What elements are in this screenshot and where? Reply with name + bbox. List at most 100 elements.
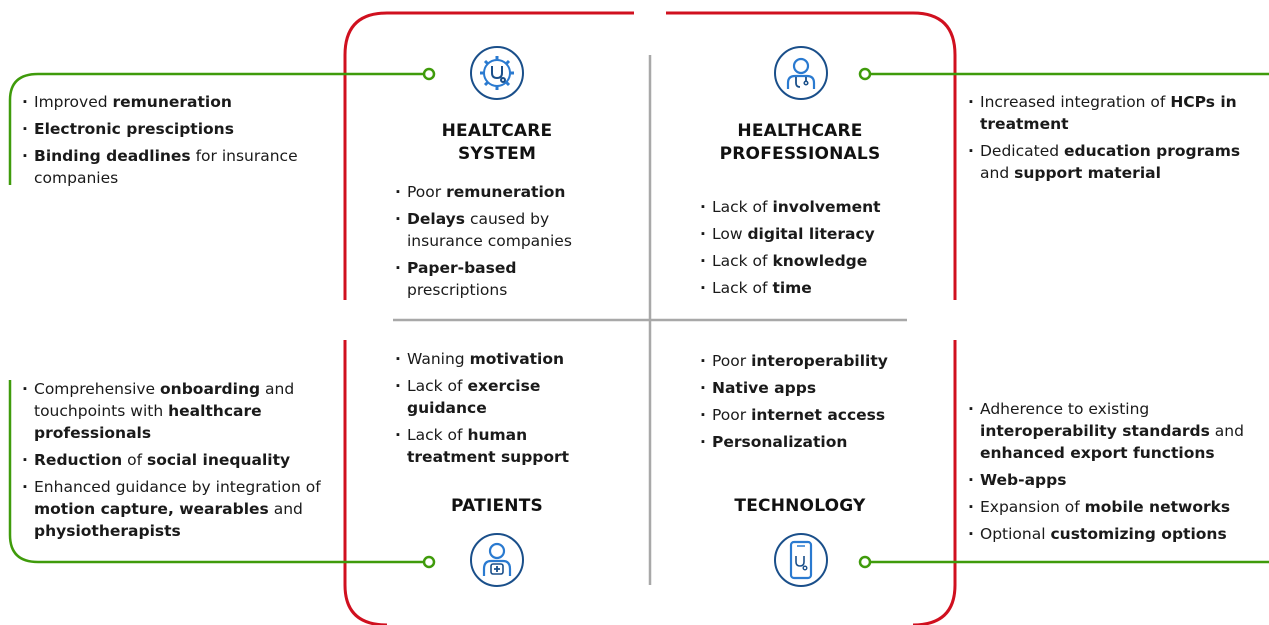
text: Poor — [407, 183, 447, 201]
barrier-item: Lack of exercise guidance — [395, 375, 610, 419]
barrier-item: Low digital literacy — [700, 223, 920, 245]
bold-text: Binding deadlines — [34, 147, 191, 165]
bold-text: knowledge — [772, 252, 868, 270]
barrier-item: Lack of knowledge — [700, 250, 920, 272]
facilitator-item: Enhanced guidance by integration of moti… — [22, 476, 332, 542]
quadrant-title-system: HEALTCARE SYSTEM — [412, 120, 582, 166]
facilitator-list-professionals: Increased integration of HCPs in treatme… — [968, 91, 1266, 189]
text: Lack of — [407, 426, 468, 444]
bold-text: internet access — [751, 406, 886, 424]
bold-text: Personalization — [712, 433, 848, 451]
text: Expansion of — [980, 498, 1085, 516]
bold-text: interoperability — [751, 352, 888, 370]
facilitator-item: Comprehensive onboarding and touchpoints… — [22, 378, 332, 444]
facilitator-item: Dedicated education programs and support… — [968, 140, 1266, 184]
bold-text: Paper-based — [407, 259, 517, 277]
bold-text: time — [772, 279, 812, 297]
text: Poor — [712, 406, 752, 424]
bold-text: involvement — [772, 198, 881, 216]
facilitator-item: Improved remuneration — [22, 91, 322, 113]
facilitator-item: Adherence to existing interoperability s… — [968, 398, 1266, 464]
barrier-frame-top-left — [343, 11, 634, 300]
bold-text: education programs — [1064, 142, 1241, 160]
bold-text: healthcare professionals — [34, 402, 262, 442]
quadrant-title-professionals: HEALTHCARE PROFESSIONALS — [700, 120, 900, 166]
bold-text: motion capture, wearables — [34, 500, 269, 518]
text: Enhanced guidance by integration of — [34, 478, 321, 496]
text: Dedicated — [980, 142, 1065, 160]
bold-text: physiotherapists — [34, 522, 181, 540]
barrier-item: Poor interoperability — [700, 350, 920, 372]
barrier-list-technology: Poor interoperabilityNative appsPoor int… — [700, 350, 920, 458]
bold-text: human treatment support — [407, 426, 570, 466]
text: Improved — [34, 93, 113, 111]
bold-text: onboarding — [160, 380, 261, 398]
facilitator-item: Expansion of mobile networks — [968, 496, 1266, 518]
text: Increased integration of — [980, 93, 1171, 111]
bold-text: mobile networks — [1084, 498, 1231, 516]
bold-text: support material — [1014, 164, 1161, 182]
text: Poor — [712, 352, 752, 370]
quadrant-title-line: PATIENTS — [451, 496, 543, 516]
barrier-frame-bottom-left — [343, 340, 388, 625]
barrier-item: Paper-based prescriptions — [395, 257, 610, 301]
bold-text: Delays — [407, 210, 466, 228]
facilitator-item: Binding deadlines for insurance companie… — [22, 145, 322, 189]
bold-text: interoperability standards — [980, 422, 1210, 440]
facilitator-item: Web-apps — [968, 469, 1266, 491]
barrier-list-patients: Waning motivationLack of exercise guidan… — [395, 348, 610, 473]
connector-dot-patients — [422, 555, 436, 569]
bold-text: Reduction — [34, 451, 123, 469]
barrier-item: Poor remuneration — [395, 181, 610, 203]
facilitator-list-technology: Adherence to existing interoperability s… — [968, 398, 1266, 550]
bold-text: customizing options — [1050, 525, 1227, 543]
text: Adherence to existing — [980, 400, 1150, 418]
connector-dot-technology — [858, 555, 872, 569]
facilitator-list-patients: Comprehensive onboarding and touchpoints… — [22, 378, 332, 547]
text: Lack of — [712, 279, 773, 297]
facilitator-line-patients — [8, 380, 423, 564]
barrier-list-system: Poor remunerationDelays caused by insura… — [395, 181, 610, 306]
patient-icon — [470, 533, 524, 587]
barrier-item: Personalization — [700, 431, 920, 453]
text: for insurance companies — [34, 147, 298, 187]
bold-text: enhanced export functions — [980, 444, 1215, 462]
text: Lack of — [712, 198, 773, 216]
text: caused by insurance companies — [407, 210, 572, 250]
barrier-item: Native apps — [700, 377, 920, 399]
facilitator-item: Reduction of social inequality — [22, 449, 332, 471]
facilitator-line-system — [8, 72, 423, 185]
text: and — [268, 500, 303, 518]
barrier-frame-top-right — [666, 11, 957, 300]
bold-text: Electronic presciptions — [34, 120, 234, 138]
barrier-item: Poor internet access — [700, 404, 920, 426]
barrier-item: Lack of human treatment support — [395, 424, 610, 468]
text: and touchpoints with — [34, 380, 295, 420]
text: and — [1209, 422, 1244, 440]
smartphone-icon — [774, 533, 828, 587]
bold-text: motivation — [469, 350, 565, 368]
connector-dot-system — [422, 67, 436, 81]
text: Waning — [407, 350, 470, 368]
facilitator-list-system: Improved remunerationElectronic prescipt… — [22, 91, 322, 194]
bold-text: remuneration — [446, 183, 566, 201]
barrier-list-professionals: Lack of involvementLow digital literacyL… — [700, 196, 920, 304]
quadrant-title-line: HEALTHCARE — [737, 121, 863, 141]
quadrant-title-line: HEALTCARE — [441, 121, 553, 141]
text: prescriptions — [407, 281, 508, 299]
bold-text: HCPs in treatment — [980, 93, 1237, 133]
doctor-icon — [774, 46, 828, 100]
quadrant-title-patients: PATIENTS — [412, 495, 582, 518]
bold-text: Native apps — [712, 379, 817, 397]
text: and — [980, 164, 1015, 182]
barrier-item: Waning motivation — [395, 348, 610, 370]
quadrant-title-line: SYSTEM — [457, 144, 537, 164]
bold-text: social inequality — [146, 451, 291, 469]
bold-text: exercise guidance — [407, 377, 541, 417]
text: Lack of — [407, 377, 468, 395]
text: Optional — [980, 525, 1051, 543]
connector-dot-professionals — [858, 67, 872, 81]
facilitator-item: Electronic presciptions — [22, 118, 322, 140]
